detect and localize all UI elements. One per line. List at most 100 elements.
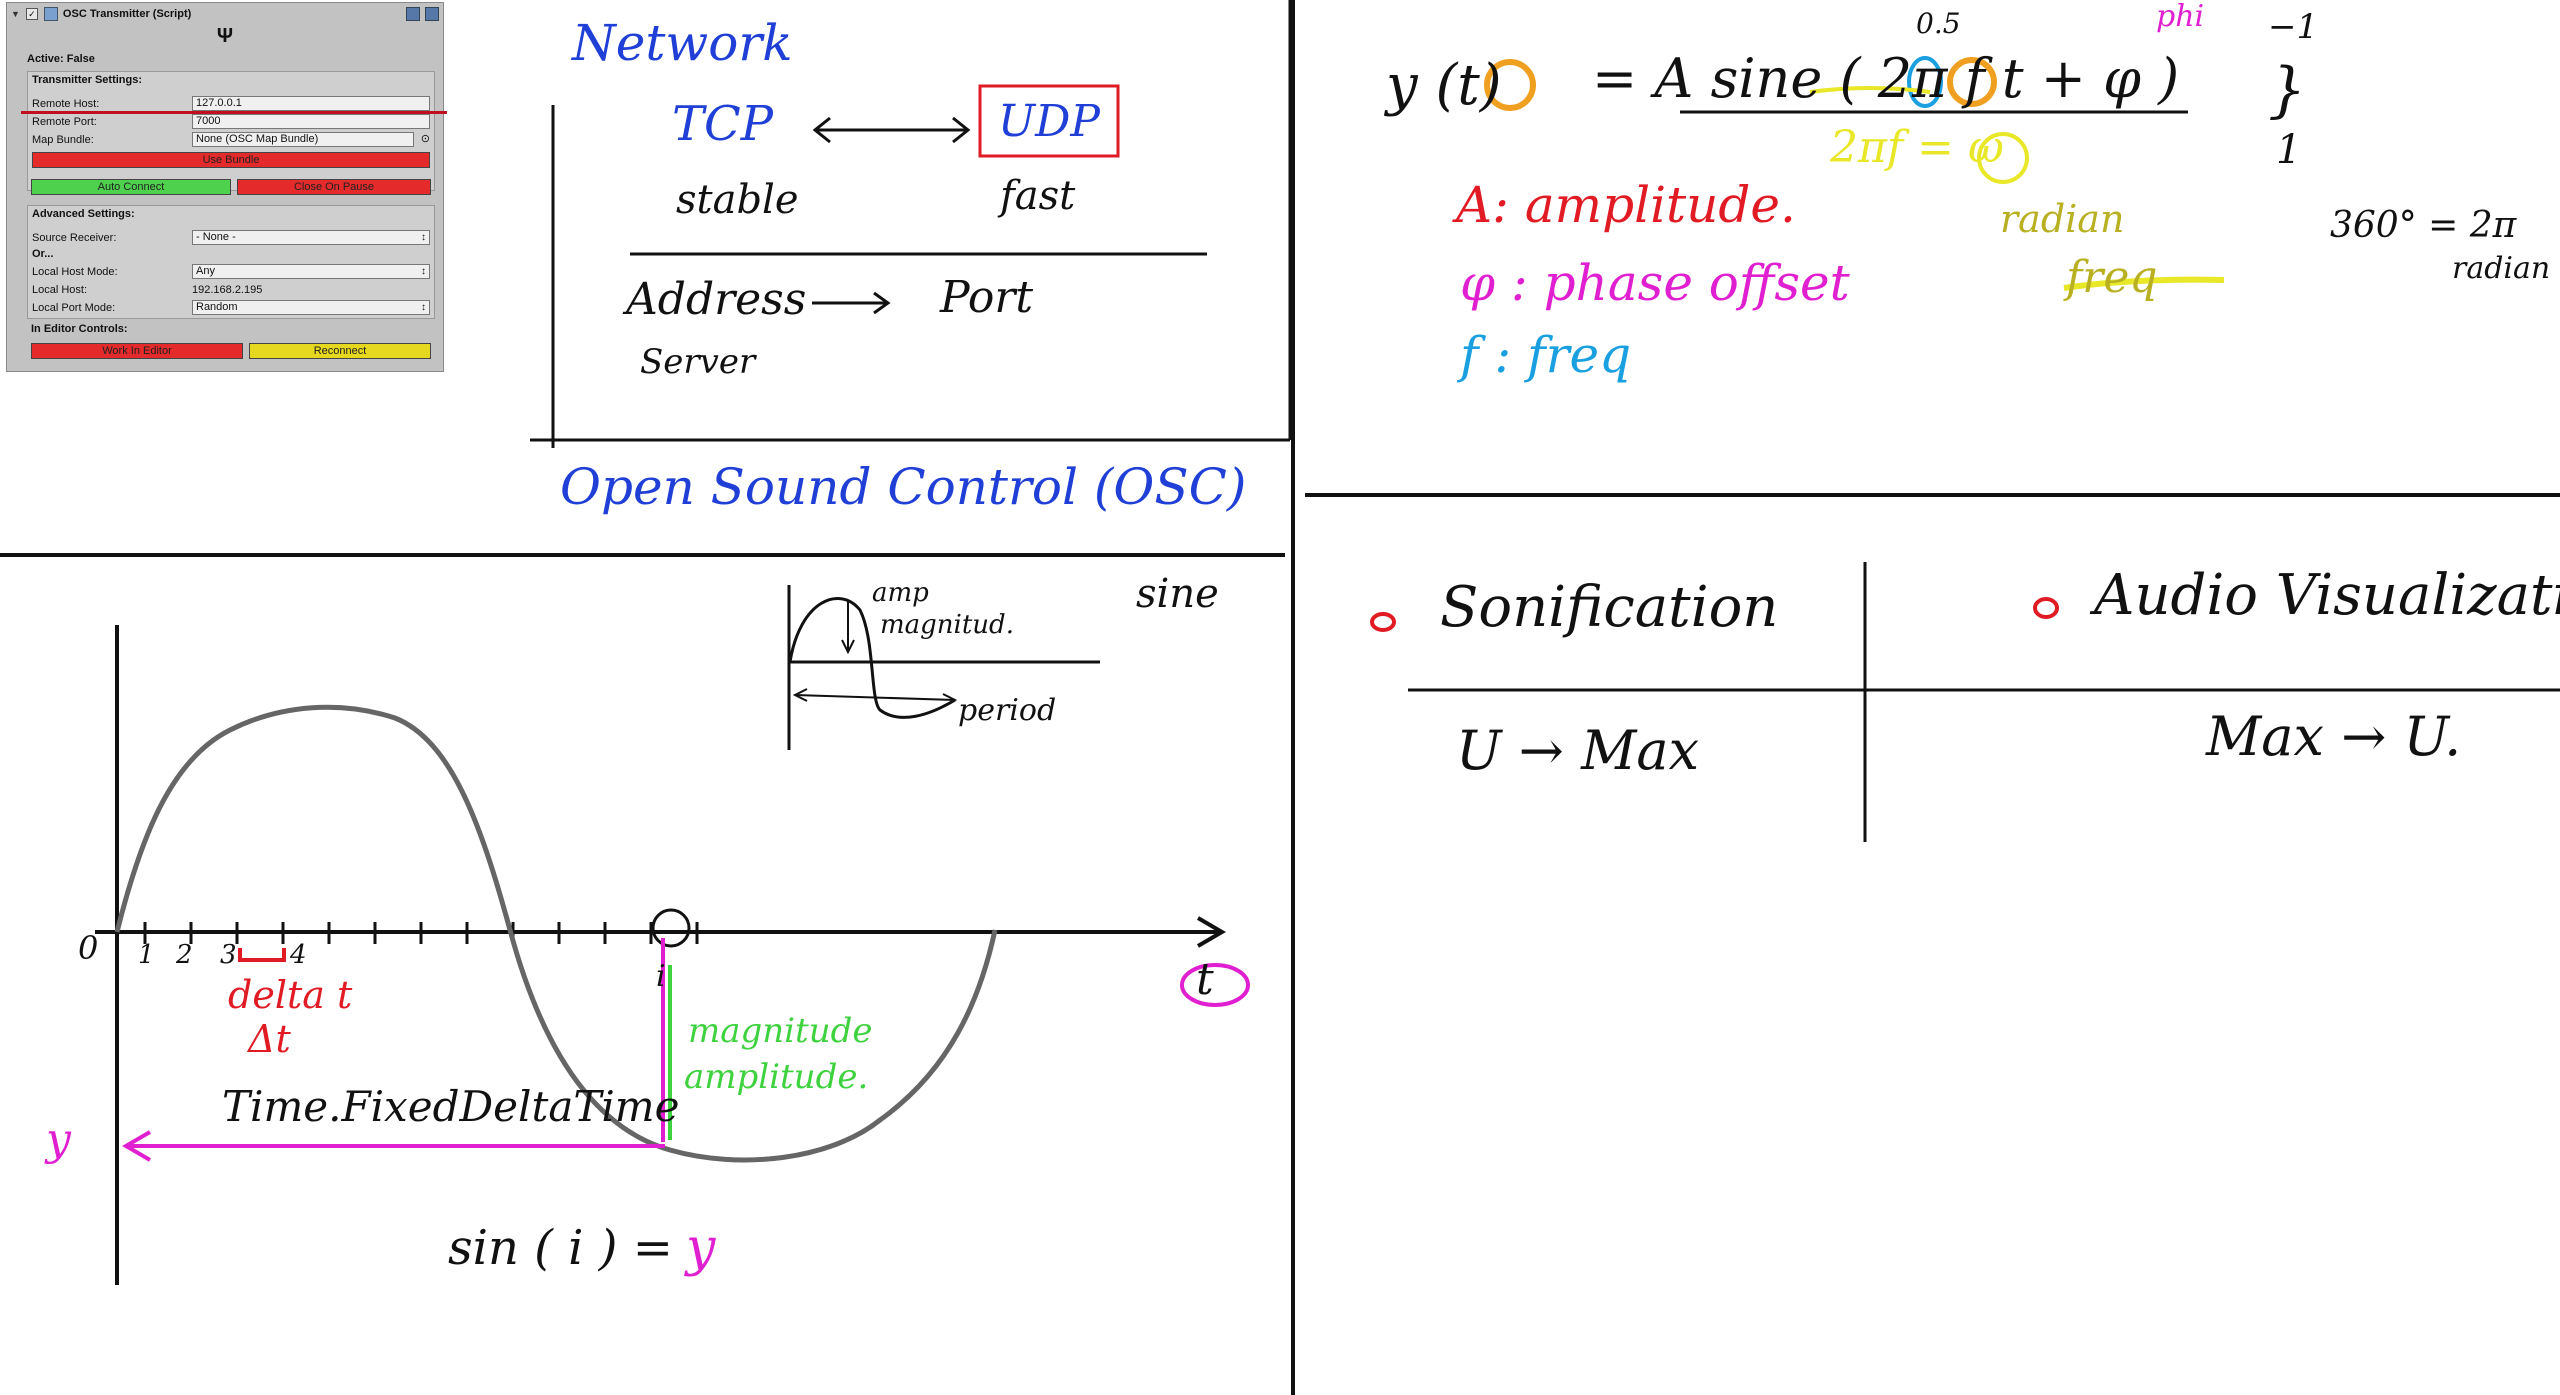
transmitter-settings-heading: Transmitter Settings: (32, 74, 143, 86)
amplitude-definition: A: amplitude. (1456, 176, 1796, 234)
plot-t-axis-head (1196, 916, 1226, 948)
local-port-mode-dropdown[interactable]: Random (192, 300, 430, 315)
range-neg-one: −1 (2268, 7, 2319, 47)
freq-annotation: freq (2066, 252, 2158, 303)
origin-label: 0 (78, 929, 99, 967)
sketch-wave (788, 597, 956, 719)
magnitude-label: magnitude (688, 1011, 873, 1051)
time-fixed-delta-label: Time.FixedDeltaTime (222, 1082, 680, 1131)
in-editor-controls-heading: In Editor Controls: (31, 323, 128, 335)
delta-t-bracket (238, 948, 286, 962)
radian-annotation: radian (2000, 197, 2125, 241)
formula-half-annotation: 0.5 (1916, 7, 1961, 40)
magnitude-small-label: magnitud. (880, 610, 1014, 640)
remote-host-label: Remote Host: (32, 98, 100, 110)
freq-highlight-mark (2063, 276, 2225, 291)
address-label: Address (626, 274, 807, 325)
object-picker-icon[interactable]: ⊙ (420, 133, 430, 145)
y-projection-arrow-head (122, 1130, 152, 1162)
stable-label: stable (676, 177, 799, 223)
reconnect-button[interactable]: Reconnect (249, 343, 431, 359)
address-port-arrow-head (873, 291, 891, 315)
settings-gear-icon[interactable] (425, 7, 439, 21)
remote-port-row: Remote Port: 7000 (32, 114, 430, 130)
formula-y-of-t: y (t) (1386, 53, 1502, 118)
osc-transmitter-inspector: ▼ ✓ OSC Transmitter (Script) Ψ Active: F… (6, 2, 447, 372)
local-host-value: 192.168.2.195 (192, 284, 263, 296)
local-port-mode-row: Local Port Mode: Random (32, 300, 430, 316)
tick-label-2: 2 (176, 940, 193, 970)
source-receiver-dropdown[interactable]: - None - (192, 230, 430, 245)
active-status: Active: False (27, 53, 95, 65)
t-label-circle-mark (1180, 963, 1250, 1007)
local-host-mode-label: Local Host Mode: (32, 266, 118, 278)
tick-label-3: 3 (220, 940, 237, 970)
foldout-arrow-icon[interactable]: ▼ (11, 9, 20, 19)
omega-annotation: 2πf = ω (1830, 122, 2004, 173)
work-in-editor-button[interactable]: Work In Editor (31, 343, 243, 359)
remote-port-field[interactable]: 7000 (192, 114, 430, 129)
transmitter-settings-group: Transmitter Settings: Remote Host: 127.0… (27, 71, 435, 191)
sketch-period-arrow-left-head (792, 688, 808, 702)
advanced-settings-heading: Advanced Settings: (32, 208, 135, 220)
network-title: Network (572, 14, 793, 72)
source-receiver-label: Source Receiver: (32, 232, 117, 244)
period-label: period (958, 693, 1057, 728)
map-bundle-label: Map Bundle: (32, 134, 94, 146)
map-bundle-row: Map Bundle: None (OSC Map Bundle) ⊙ (32, 132, 430, 148)
annotation-underline (21, 111, 447, 114)
component-enabled-checkbox[interactable]: ✓ (25, 8, 38, 20)
tcp-label: TCP (672, 96, 774, 152)
sin-equation-y: y (686, 1218, 716, 1278)
tick-label-1: 1 (138, 940, 155, 970)
t-circle-mark (1484, 59, 1536, 111)
close-on-pause-button[interactable]: Close On Pause (237, 179, 431, 195)
udp-highlight-box (978, 84, 1120, 158)
server-label: Server (640, 342, 756, 382)
omega-circle-mark (1977, 132, 2029, 184)
sin-equation: sin ( i ) = (448, 1220, 673, 1276)
osc-label: Open Sound Control (OSC) (560, 458, 1247, 516)
sketch-period-arrow (794, 694, 956, 701)
local-host-label: Local Host: (32, 284, 88, 296)
phi-word-annotation: phi (2156, 0, 2205, 34)
formula-yellow-underline (1809, 86, 1931, 94)
audio-visualization-title: Audio Visualization (2094, 563, 2560, 628)
sonification-mapping: U → Max (1456, 719, 1700, 782)
map-bundle-field[interactable]: None (OSC Map Bundle) (192, 132, 414, 147)
audio-vis-bullet-icon (2033, 597, 2059, 619)
local-host-mode-dropdown[interactable]: Any (192, 264, 430, 279)
port-label: Port (940, 272, 1034, 323)
advanced-settings-group: Advanced Settings: Source Receiver: - No… (27, 205, 435, 319)
auto-connect-button[interactable]: Auto Connect (31, 179, 231, 195)
radian-note: radian (2452, 251, 2551, 286)
script-icon (43, 7, 58, 21)
tcp-udp-arrow-left-head (812, 116, 831, 144)
sketch-amp-arrow-head (841, 639, 855, 655)
t-axis-label: t (1196, 954, 1214, 1005)
f-circle-mark (1907, 56, 1943, 108)
or-label: Or... (32, 248, 54, 260)
range-one: 1 (2276, 127, 2302, 173)
remote-host-field[interactable]: 127.0.0.1 (192, 96, 430, 111)
remote-port-label: Remote Port: (32, 116, 97, 128)
t-circle-mark-2 (1947, 57, 1997, 107)
freq-definition: f : freq (1460, 326, 1632, 384)
sample-point-circle-mark (651, 908, 691, 948)
delta-t-symbol: Δt (248, 1017, 291, 1061)
fast-label: fast (1000, 173, 1076, 219)
sonification-title: Sonification (1440, 575, 1779, 640)
degree-conversion: 360° = 2π (2330, 205, 2517, 246)
formula-equation: = A sine ( 2π f t + φ ) (1592, 47, 2180, 110)
local-port-mode-label: Local Port Mode: (32, 302, 116, 314)
osc-logo-icon: Ψ (216, 25, 234, 47)
help-icon[interactable] (406, 7, 420, 21)
remote-host-row: Remote Host: 127.0.0.1 (32, 96, 430, 112)
component-title: OSC Transmitter (Script) (62, 8, 192, 20)
y-axis-label: y (46, 1114, 71, 1165)
amp-label: amp (872, 578, 929, 608)
component-header: ▼ ✓ OSC Transmitter (Script) (7, 3, 443, 25)
use-bundle-button[interactable]: Use Bundle (32, 152, 430, 168)
tcp-udp-arrow-right-head (952, 116, 971, 144)
